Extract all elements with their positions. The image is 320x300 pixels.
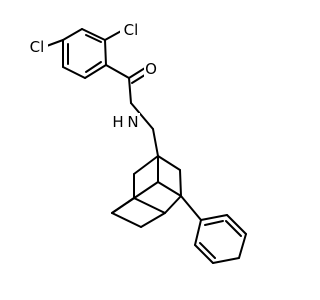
bond (164, 195, 182, 214)
atom-symbol: H (112, 113, 123, 131)
atom-labels: Cl Cl O N H (26, 21, 158, 131)
bond (111, 181, 159, 214)
bond (194, 219, 202, 246)
bond (200, 214, 228, 221)
molecule-drawing: Cl Cl O N H (26, 21, 247, 264)
bond (62, 66, 86, 79)
atom-hydrogen: H (112, 113, 125, 131)
bond-double (199, 242, 216, 259)
bond-double (225, 220, 242, 237)
atom-symbol: Cl (124, 21, 139, 39)
bond (133, 155, 159, 175)
bond (62, 28, 83, 41)
atom-symbol: Cl (30, 38, 45, 56)
bond (194, 244, 214, 264)
bond (133, 197, 166, 214)
bond (180, 195, 202, 221)
bond-double (204, 220, 224, 226)
bond (104, 39, 107, 66)
bond (179, 169, 182, 197)
bond (130, 102, 154, 130)
bond (157, 181, 182, 197)
bond (140, 212, 166, 228)
bond (128, 77, 132, 104)
bond-double (85, 34, 102, 43)
atom-symbol: N (127, 113, 138, 131)
bond-double (85, 61, 102, 73)
bond (152, 128, 159, 157)
atom-oxygen: O (144, 60, 158, 78)
bond (105, 64, 130, 79)
bond (84, 64, 107, 79)
atom-cl-top: Cl (120, 21, 142, 39)
atom-symbol: O (145, 60, 157, 78)
structure-diagram: Cl Cl O N H (26, 21, 247, 264)
bond (212, 257, 240, 264)
bond (81, 28, 106, 41)
atom-nitrogen: N (126, 113, 140, 131)
bond (226, 214, 247, 235)
bond-double (128, 67, 146, 79)
atom-cl-left: Cl (26, 38, 48, 56)
bond (111, 212, 142, 228)
bond (157, 155, 181, 171)
bond (238, 233, 247, 259)
